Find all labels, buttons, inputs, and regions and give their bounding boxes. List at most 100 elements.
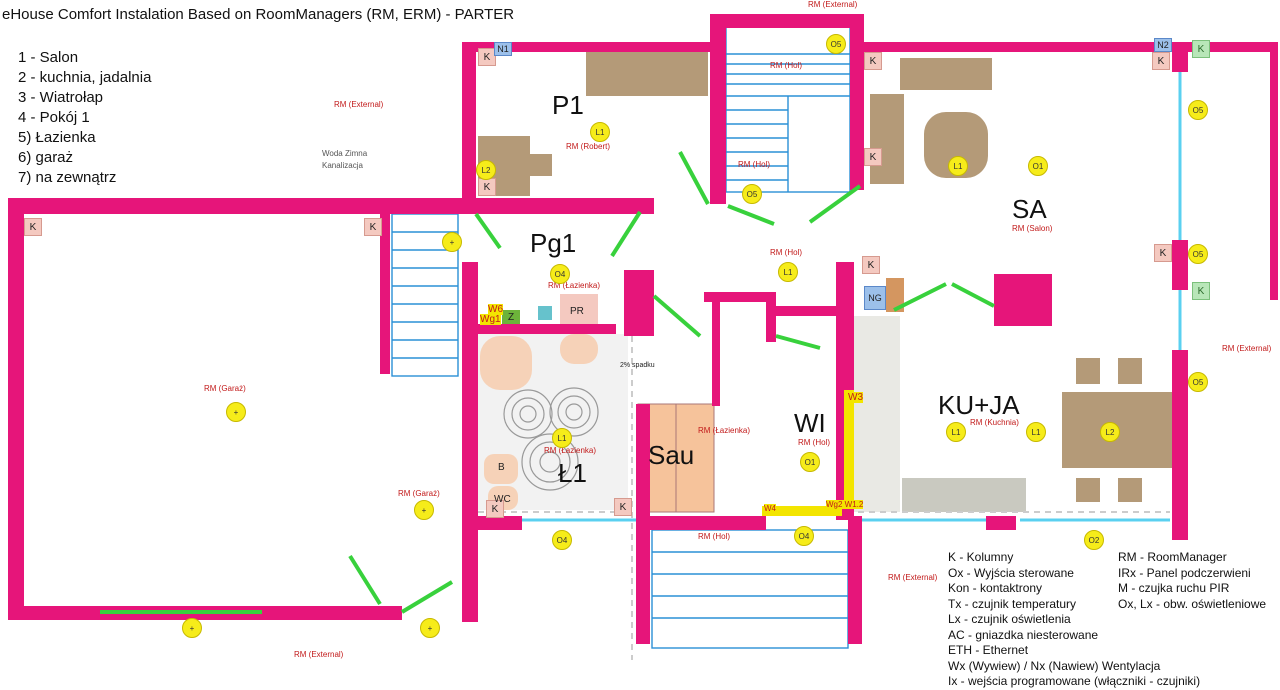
bathtub: [480, 336, 532, 390]
lamp-icon: O5: [1188, 244, 1208, 264]
page-title: eHouse Comfort Instalation Based on Room…: [2, 6, 515, 23]
fixture-wc: WC: [494, 494, 511, 505]
rooms-list-item: 5) Łazienka: [18, 129, 96, 146]
column-speaker-icon: K: [614, 498, 632, 516]
room-name-kuja: KU+JA: [938, 390, 1020, 420]
lamp-icon: +: [414, 500, 434, 520]
legend-item: Lx - czujnik oświetlenia: [948, 612, 1071, 626]
lamp-icon: O5: [826, 34, 846, 54]
rooms-list-item: 6) garaż: [18, 149, 74, 166]
rooms-list-item: 7) na zewnątrz: [18, 169, 117, 186]
legend-item: IRx - Panel podczerwieni: [1118, 565, 1251, 580]
lamp-icon: +: [442, 232, 462, 252]
rm-label-external: RM (External): [1222, 344, 1272, 353]
legend-item: Ox, Lx - obw. oświetleniowe: [1118, 596, 1267, 611]
rm-label-external: RM (External): [808, 0, 858, 9]
lamp-icon: L1: [948, 156, 968, 176]
lamp-icon: O4: [794, 526, 814, 546]
rm-label-lazienka: RM (Łazienka): [544, 446, 597, 455]
rm-label-garaz: RM (Garaż): [204, 384, 246, 393]
lamp-icon: +: [420, 618, 440, 638]
rm-label-robert: RM (Robert): [566, 142, 611, 151]
furniture-bed: [586, 44, 708, 96]
furniture-chair-1: [1076, 358, 1100, 384]
room-name-sa: SA: [1012, 194, 1047, 224]
pipe-legend: Woda Zimna Kanalizacja: [322, 148, 367, 172]
yellow-wall-bottom: [762, 506, 842, 516]
rm-label-external: RM (External): [334, 100, 384, 109]
lamp-icon: O4: [550, 264, 570, 284]
lamp-icon: O5: [1188, 372, 1208, 392]
furniture-sofa-side: [870, 94, 904, 184]
room-name-wi: WI: [794, 408, 826, 438]
column-speaker-icon: K: [364, 218, 382, 236]
furniture-chair-2: [1118, 358, 1142, 384]
column-speaker-icon: K: [478, 48, 496, 66]
column-speaker-outdoor-icon: K: [1192, 282, 1210, 300]
kitchen-cabinet: [852, 316, 900, 512]
lamp-icon: O1: [800, 452, 820, 472]
vent-w3: W3: [848, 392, 863, 403]
legend-item: Ox - Wyjścia sterowane: [948, 565, 1074, 580]
ventilation-ng: NG: [864, 286, 886, 310]
legend-item: RM - RoomManager: [1118, 550, 1227, 564]
room-name-sau: Sau: [648, 440, 695, 470]
rm-label-hol: RM (Hol): [770, 248, 802, 257]
stairs-garage: [391, 213, 459, 377]
ventilation-n2: N2: [1154, 38, 1172, 52]
toilet-bidet: [484, 454, 518, 484]
lamp-icon: O2: [1084, 530, 1104, 550]
rm-label-garaz: RM (Garaż): [398, 489, 440, 498]
rm-label-hol: RM (Hol): [738, 160, 770, 169]
rooms-list-item: 4 - Pokój 1: [18, 109, 90, 126]
room-name-p1: P1: [552, 90, 584, 120]
column-speaker-icon: K: [478, 178, 496, 196]
lamp-icon: +: [226, 402, 246, 422]
column-speaker-icon: K: [862, 256, 880, 274]
fixture-pr: PR: [570, 306, 584, 317]
lamp-icon: L1: [552, 428, 572, 448]
legend-item: M - czujka ruchu PIR: [1118, 581, 1230, 595]
lamp-icon: L1: [1026, 422, 1046, 442]
vent-wg1: Wg1: [480, 314, 501, 325]
lamp-icon: L1: [778, 262, 798, 282]
column-block: [994, 274, 1052, 326]
floor-slope-note: 2% spadku: [620, 362, 655, 369]
vent-w4: W4: [764, 504, 776, 513]
legend-item: ETH - Ethernet: [948, 643, 1029, 657]
lamp-icon: L1: [590, 122, 610, 142]
fixture-z: Z: [508, 312, 515, 323]
rm-label-external: RM (External): [294, 650, 344, 659]
rm-label-salon: RM (Salon): [1012, 224, 1053, 233]
furniture-sofa-top: [900, 58, 992, 90]
fixture-bidet: B: [498, 462, 505, 473]
room-name-pg1: Pg1: [530, 228, 577, 258]
floor-heating-spirals: [503, 387, 599, 491]
pipe-legend-sewage: Kanalizacja: [322, 161, 363, 170]
furniture-chair: [530, 154, 552, 176]
lamp-icon: L2: [476, 160, 496, 180]
lamp-icon: O5: [742, 184, 762, 204]
lamp-icon: L2: [1100, 422, 1120, 442]
lamp-icon: +: [182, 618, 202, 638]
kitchen-counter: [902, 478, 1026, 512]
doors: [100, 151, 995, 614]
ventilation-n1: N1: [494, 42, 512, 56]
washer: [538, 306, 552, 320]
legend-item: Wx (Wywiew) / Nx (Nawiew) Wentylacja: [948, 658, 1161, 673]
column-speaker-icon: K: [864, 148, 882, 166]
furniture-chair-3: [1076, 478, 1100, 502]
column-speaker-outdoor-icon: K: [1192, 40, 1210, 58]
column-speaker-icon: K: [486, 500, 504, 518]
rm-label-hol: RM (Hol): [798, 438, 830, 447]
vent-w6: W6: [488, 304, 503, 315]
legend-item: Ix - wejścia programowane (włączniki - c…: [948, 674, 1201, 688]
rooms-list-item: 1 - Salon: [18, 49, 79, 66]
legend-item: Kon - kontaktrony: [948, 581, 1043, 595]
column-speaker-icon: K: [864, 52, 882, 70]
column-speaker-icon: K: [1152, 52, 1170, 70]
rm-label-hol: RM (Hol): [698, 532, 730, 541]
furniture-chair-4: [1118, 478, 1142, 502]
room-name-l1: Ł1: [558, 458, 587, 488]
